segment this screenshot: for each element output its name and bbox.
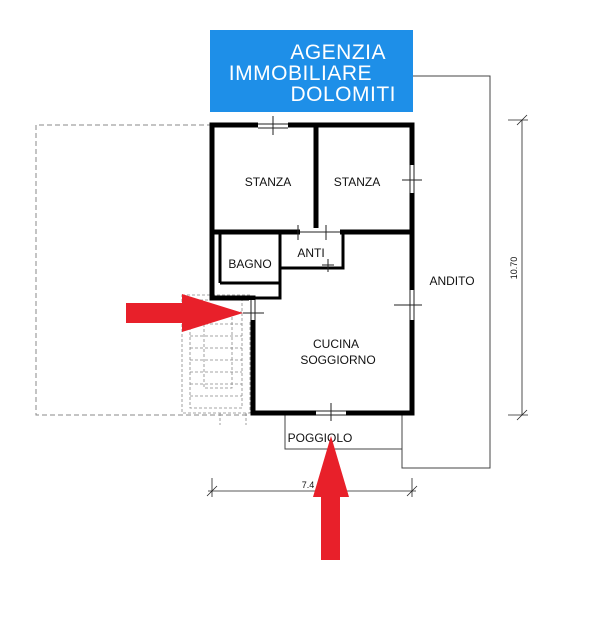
label-andito: ANDITO xyxy=(429,274,474,288)
label-stanza-1: STANZA xyxy=(245,175,291,189)
agency-logo: AGENZIA IMMOBILIARE DOLOMITI xyxy=(210,30,413,112)
logo-line-2: IMMOBILIARE xyxy=(229,62,372,85)
label-soggiorno: SOGGIORNO xyxy=(300,353,375,367)
interior-walls xyxy=(218,232,345,300)
label-poggiolo: POGGIOLO xyxy=(288,431,353,445)
logo-line-1: AGENZIA xyxy=(290,41,386,64)
poggiolo-outline xyxy=(284,413,402,450)
arrow-bottom xyxy=(313,436,349,560)
dimension-horizontal xyxy=(206,478,418,497)
room-labels: STANZA STANZA BAGNO ANTI CUCINA SOGGIORN… xyxy=(228,175,474,445)
external-dashed-area xyxy=(35,124,250,416)
arrow-left xyxy=(126,294,243,332)
dimension-height-label: 10.70 xyxy=(509,257,519,280)
label-cucina: CUCINA xyxy=(313,337,359,351)
dimension-width-label: 7.4 xyxy=(302,480,315,490)
logo-line-3: DOLOMITI xyxy=(290,83,396,106)
label-bagno: BAGNO xyxy=(228,257,271,271)
label-anti: ANTI xyxy=(297,246,324,260)
logo-background xyxy=(210,30,413,112)
label-stanza-2: STANZA xyxy=(334,175,380,189)
dimension-vertical xyxy=(508,114,528,421)
andito-outline xyxy=(401,75,491,469)
opening-symbols xyxy=(243,116,422,421)
